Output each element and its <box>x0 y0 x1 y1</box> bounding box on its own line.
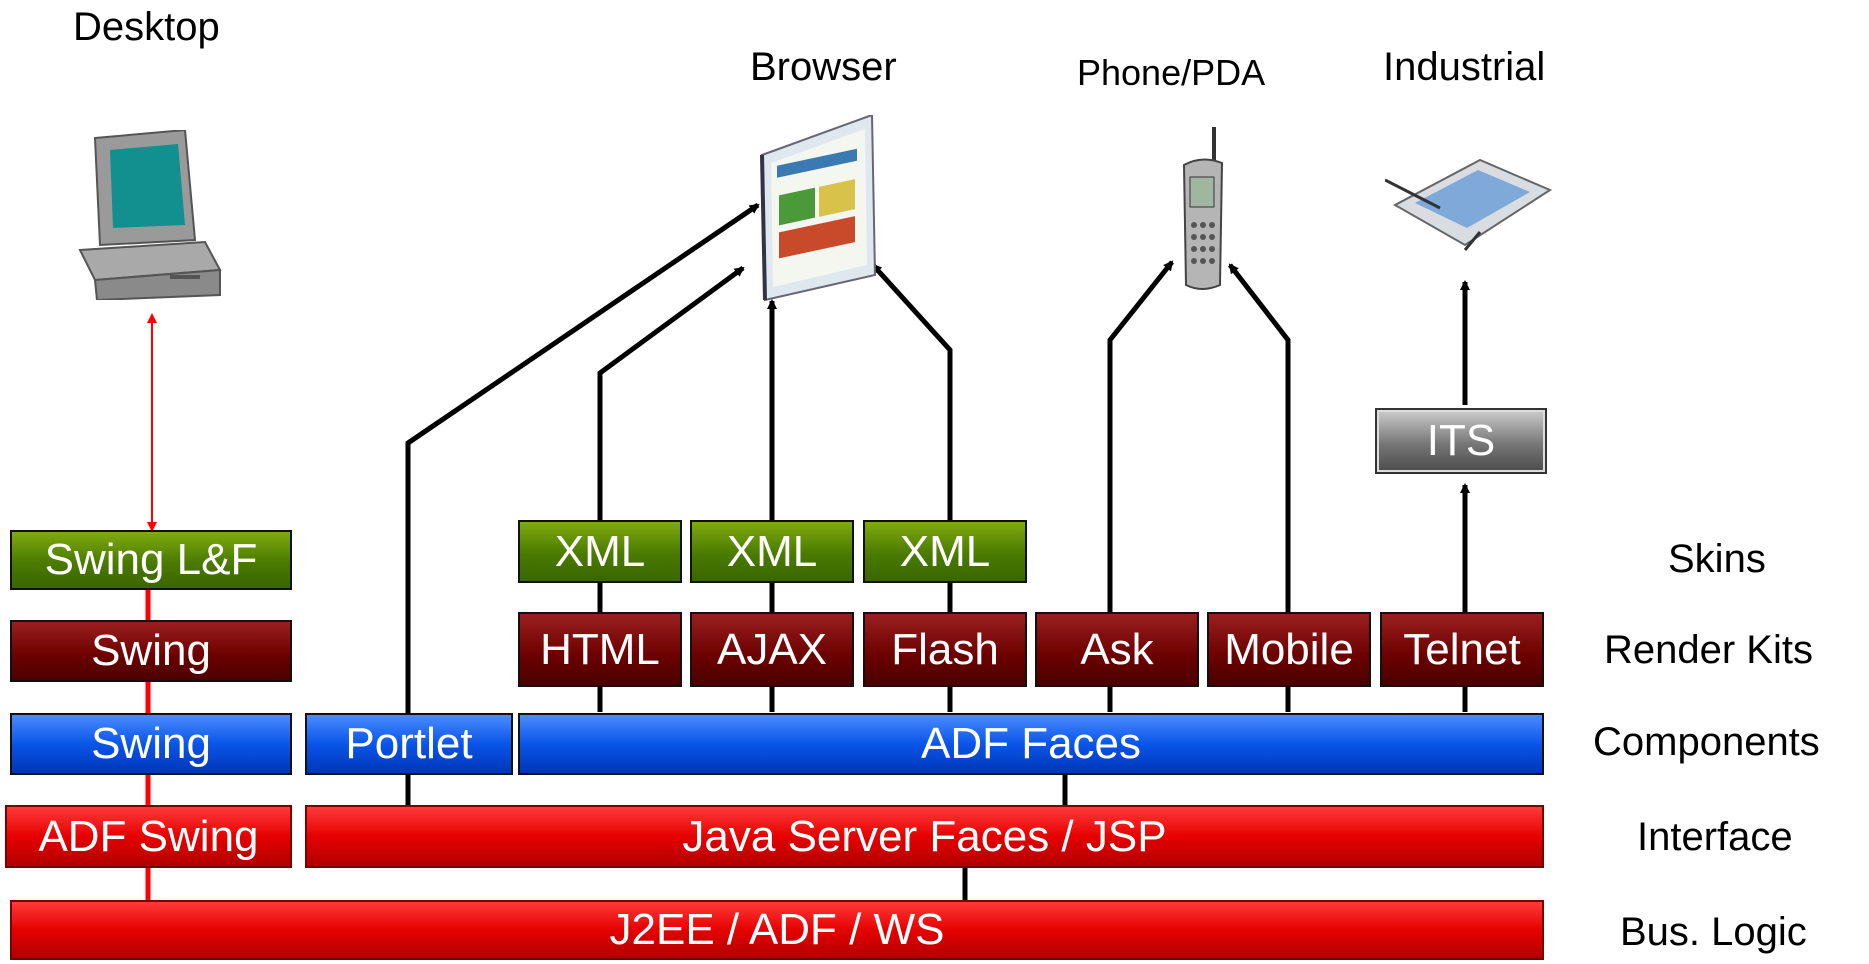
render-kit-telnet: Telnet <box>1380 612 1544 687</box>
mobile-phone-icon <box>1182 127 1224 290</box>
xml-skin-html: XML <box>518 520 682 583</box>
swing-components: Swing <box>10 713 292 775</box>
render-kit-mobile: Mobile <box>1207 612 1371 687</box>
render-kit-ask: Ask <box>1035 612 1199 687</box>
phone-label: Phone/PDA <box>1077 52 1266 93</box>
flash-to-browser-arrow <box>871 263 953 712</box>
render-kit-ajax: AJAX <box>690 612 854 687</box>
mobile-to-phone-arrow <box>1228 263 1291 712</box>
layer-label-bus-logic: Bus. Logic <box>1620 910 1807 954</box>
render-kit-html: HTML <box>518 612 682 687</box>
html-to-browser-arrow <box>597 265 745 712</box>
layer-label-render-kits: Render Kits <box>1604 628 1813 672</box>
swing-render-kit: Swing <box>10 620 292 682</box>
jsf-interface: Java Server Faces / JSP <box>305 805 1544 868</box>
adf-swing-interface: ADF Swing <box>5 805 292 868</box>
layer-label-components: Components <box>1593 720 1820 764</box>
swing-laf-skin: Swing L&F <box>10 530 292 590</box>
browser-window-icon <box>760 115 877 302</box>
browser-label: Browser <box>750 45 897 89</box>
xml-skin-flash: XML <box>863 520 1027 583</box>
xml-skin-ajax: XML <box>690 520 854 583</box>
j2ee-bus-logic: J2EE / ADF / WS <box>10 900 1544 960</box>
desktop-label: Desktop <box>73 5 220 49</box>
its-box: ITS <box>1375 408 1547 474</box>
layer-label-skins: Skins <box>1668 537 1766 581</box>
render-kit-flash: Flash <box>863 612 1027 687</box>
adf-faces-component: ADF Faces <box>518 713 1544 775</box>
portlet-component: Portlet <box>305 713 513 775</box>
portlet-to-browser-arrow <box>405 202 760 805</box>
handheld-device-icon <box>1385 158 1553 251</box>
industrial-label: Industrial <box>1383 45 1546 89</box>
ask-to-phone-arrow <box>1107 260 1174 712</box>
layer-label-interface: Interface <box>1637 815 1793 859</box>
desktop-computer-icon <box>78 130 222 300</box>
